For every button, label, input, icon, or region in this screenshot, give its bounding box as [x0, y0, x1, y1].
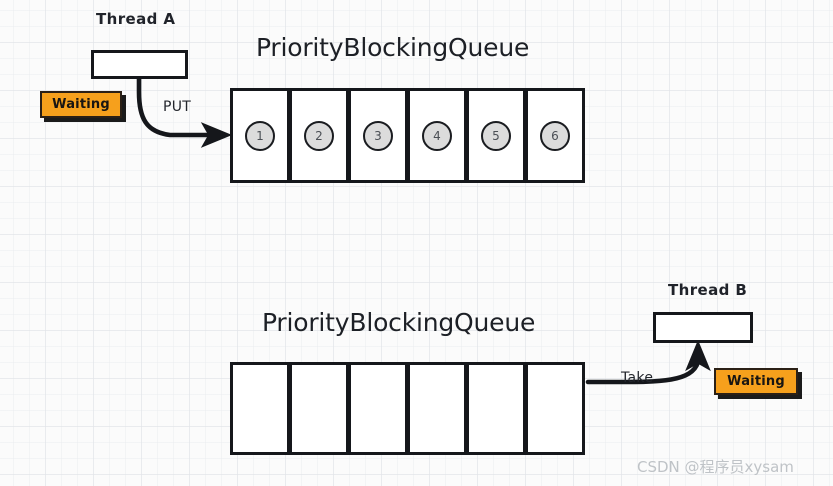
queue-cell[interactable]: 6: [525, 88, 585, 183]
queue-cell[interactable]: [525, 362, 585, 455]
queue-item-circle: 2: [304, 120, 334, 151]
queue-cell[interactable]: 4: [407, 88, 467, 183]
put-label: PUT: [163, 99, 192, 115]
queue-cell[interactable]: [466, 362, 526, 455]
thread-a-status-text: Waiting: [52, 97, 110, 112]
top-queue: 1 2 3 4 5 6: [230, 88, 587, 183]
queue-cell[interactable]: 1: [230, 88, 290, 183]
queue-cell[interactable]: 5: [466, 88, 526, 183]
queue-item-circle: 3: [363, 120, 393, 151]
thread-a-status-badge: Waiting: [40, 91, 122, 118]
queue-cell[interactable]: [230, 362, 290, 455]
thread-a-label: Thread A: [96, 10, 176, 28]
queue-item-circle: 1: [245, 120, 275, 151]
queue-item-circle: 5: [481, 120, 511, 151]
take-label: Take: [621, 370, 654, 386]
queue-cell[interactable]: 3: [348, 88, 408, 183]
thread-b-status-text: Waiting: [727, 374, 785, 389]
queue-cell[interactable]: [348, 362, 408, 455]
queue-cell[interactable]: 2: [289, 88, 349, 183]
bottom-queue-title: PriorityBlockingQueue: [262, 308, 536, 337]
queue-cell[interactable]: [289, 362, 349, 455]
bottom-queue: [230, 362, 587, 455]
top-queue-title: PriorityBlockingQueue: [256, 33, 530, 62]
watermark-text: CSDN @程序员xysam: [637, 458, 794, 476]
queue-item-circle: 6: [540, 120, 570, 151]
thread-b-status-badge: Waiting: [714, 368, 798, 395]
queue-cell[interactable]: [407, 362, 467, 455]
thread-b-box[interactable]: [653, 312, 753, 343]
queue-item-circle: 4: [422, 120, 452, 151]
thread-a-box[interactable]: [91, 50, 188, 79]
thread-b-label: Thread B: [668, 281, 748, 299]
